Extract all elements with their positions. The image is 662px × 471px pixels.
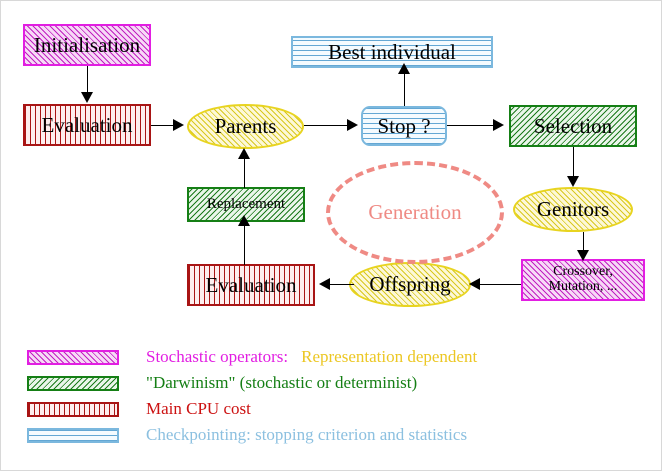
node-genitors-label: Genitors: [536, 197, 610, 222]
legend-swatch-green-diagonal-hatch: [27, 375, 119, 391]
node-offspring[interactable]: Offspring: [349, 262, 471, 307]
connector-eval-to-parents: [151, 125, 174, 126]
arrowhead-parents-to-stop: [347, 119, 358, 131]
legend-row-darwinism: "Darwinism" (stochastic or determinist): [27, 371, 417, 395]
legend-swatch-magenta-diagonal-hatch: [27, 349, 119, 365]
connector-parents-to-stop: [304, 125, 349, 126]
node-crossover-label-line1: Crossover,: [553, 264, 613, 280]
arrowhead-stop-to-best: [398, 63, 410, 74]
legend-label-checkpointing: Checkpointing: stopping criterion and st…: [146, 425, 468, 444]
node-evaluation-bottom[interactable]: Evaluation: [187, 264, 315, 306]
node-crossover-label-line2: Mutation, ...: [548, 279, 618, 294]
connector-init-to-eval: [87, 66, 88, 94]
node-selection[interactable]: Selection: [509, 105, 637, 147]
legend-label-representation-dependent: Representation dependent: [301, 347, 478, 366]
arrowhead-crossover-to-offspring: [469, 278, 480, 290]
node-initialisation-label: Initialisation: [33, 32, 141, 57]
arrowhead-init-to-eval: [81, 92, 93, 103]
node-replacement-label: Replacement: [206, 195, 286, 212]
connector-genitors-to-crossover: [583, 232, 584, 254]
legend-row-checkpointing: Checkpointing: stopping criterion and st…: [27, 423, 467, 447]
arrowhead-genitors-to-crossover: [577, 250, 589, 261]
node-evaluation-top[interactable]: Evaluation: [23, 104, 151, 146]
legend-row-stochastic-operators: Stochastic operators: Representation dep…: [27, 345, 477, 369]
node-stop-label: Stop ?: [377, 113, 431, 138]
legend-label-stochastic-operators: Stochastic operators:: [146, 347, 289, 366]
legend-label-main-cpu-cost: Main CPU cost: [146, 399, 251, 418]
node-evaluation-bottom-label: Evaluation: [205, 272, 297, 297]
node-selection-label: Selection: [533, 113, 613, 138]
arrowhead-selection-to-genitors: [567, 176, 579, 187]
node-offspring-label: Offspring: [369, 272, 451, 297]
arrowhead-offspring-to-eval: [319, 278, 330, 290]
connector-offspring-to-eval: [329, 284, 354, 285]
legend-swatch-blue-horizontal-hatch: [27, 427, 119, 443]
connector-stop-to-selection: [447, 125, 495, 126]
node-replacement[interactable]: Replacement: [187, 187, 305, 222]
node-crossover-mutation[interactable]: Crossover, Mutation, ...: [521, 259, 645, 301]
legend-row-main-cpu-cost: Main CPU cost: [27, 397, 251, 421]
arrowhead-replacement-to-parents: [238, 148, 250, 159]
node-evaluation-top-label: Evaluation: [41, 112, 133, 137]
node-parents[interactable]: Parents: [187, 104, 304, 149]
node-parents-label: Parents: [214, 114, 277, 139]
node-generation: Generation: [326, 161, 504, 264]
node-generation-label: Generation: [368, 200, 462, 224]
connector-crossover-to-offspring: [479, 284, 521, 285]
connector-stop-to-best: [404, 71, 405, 106]
legend-swatch-red-vertical-hatch: [27, 401, 119, 417]
arrowhead-stop-to-selection: [493, 119, 504, 131]
arrowhead-eval-to-parents: [173, 119, 184, 131]
connector-selection-to-genitors: [573, 147, 574, 180]
legend-label-darwinism: "Darwinism" (stochastic or determinist): [146, 373, 418, 392]
connector-eval-to-replacement: [244, 223, 245, 265]
connector-replacement-to-parents: [244, 156, 245, 188]
node-best-individual-label: Best individual: [328, 39, 456, 64]
node-stop[interactable]: Stop ?: [361, 106, 447, 146]
arrowhead-eval-to-replacement: [238, 215, 250, 226]
node-genitors[interactable]: Genitors: [513, 187, 633, 232]
node-initialisation[interactable]: Initialisation: [23, 24, 151, 66]
node-best-individual[interactable]: Best individual: [291, 36, 493, 68]
